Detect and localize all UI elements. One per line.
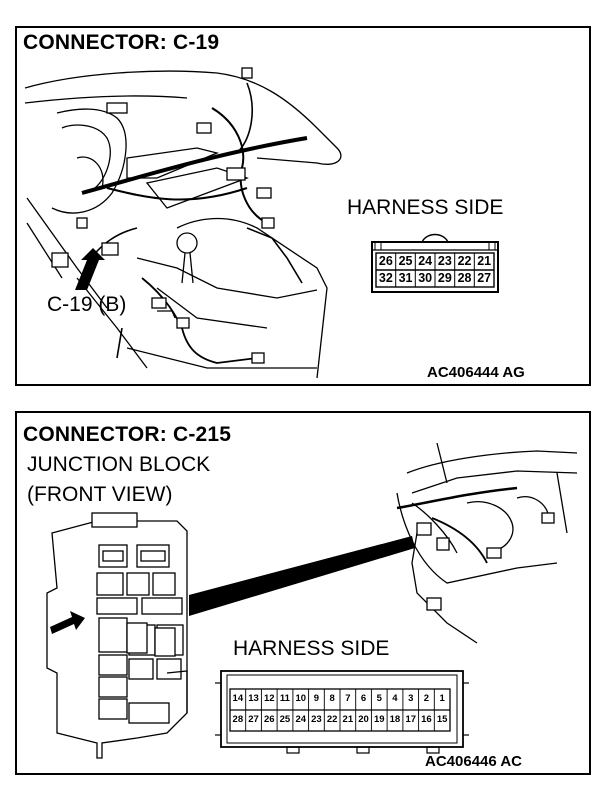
c215-pin: 7 <box>345 693 351 704</box>
c19-pin: 24 <box>418 254 433 268</box>
c215-pin: 16 <box>421 714 432 725</box>
c215-pin: 5 <box>376 693 382 704</box>
c215-pin: 2 <box>423 693 430 704</box>
c19-pin: 31 <box>398 271 413 285</box>
c215-pin: 24 <box>295 714 307 725</box>
c19-harness-side-label: HARNESS SIDE <box>347 196 504 219</box>
c19-pin: 21 <box>477 254 492 268</box>
c19-pin: 23 <box>437 254 452 268</box>
c215-pin: 22 <box>326 714 338 725</box>
c19-pin: 30 <box>418 271 433 285</box>
c215-pin: 3 <box>408 693 414 704</box>
connector-c19-panel: CONNECTOR: C-19 HARNESS SIDE C-19 (B) AC… <box>15 26 591 386</box>
c19-pin: 25 <box>398 254 413 268</box>
c19-pin: 29 <box>437 271 452 285</box>
c19-connector-face <box>371 233 499 293</box>
c215-pin: 21 <box>342 714 354 725</box>
c215-pin: 6 <box>360 693 367 704</box>
c215-pin: 4 <box>392 693 398 704</box>
c215-pin: 20 <box>358 714 369 725</box>
c215-reference-code: AC406446 AC <box>425 753 522 770</box>
junction-block-illustration <box>46 442 578 759</box>
c215-connector-face <box>215 670 469 754</box>
c215-pin: 11 <box>279 693 290 704</box>
c19-pin: 27 <box>477 271 492 285</box>
c215-pin: 8 <box>329 693 335 704</box>
c19-pin: 28 <box>457 271 472 285</box>
c215-pin: 15 <box>436 714 448 725</box>
c215-pin: 14 <box>232 693 244 704</box>
c19-title: CONNECTOR: C-19 <box>23 31 220 54</box>
c215-pin: 27 <box>248 714 259 725</box>
c215-title: CONNECTOR: C-215 <box>23 423 232 446</box>
c215-pin: 17 <box>405 714 417 725</box>
c19-pin: 22 <box>457 254 472 268</box>
c215-pin: 23 <box>311 714 322 725</box>
c215-subtitle-line1: JUNCTION BLOCK <box>27 453 211 476</box>
connector-c215-panel: CONNECTOR: C-215 JUNCTION BLOCK (FRONT V… <box>15 411 591 775</box>
c215-pin: 25 <box>279 714 291 725</box>
c215-pin: 28 <box>232 714 244 725</box>
c215-pin: 13 <box>248 693 259 704</box>
c215-pin: 12 <box>263 693 275 704</box>
c215-pin: 10 <box>295 693 307 704</box>
dashboard-harness-illustration <box>24 67 499 379</box>
c215-harness-side-label: HARNESS SIDE <box>233 637 390 660</box>
c215-pin: 18 <box>389 714 401 725</box>
c215-subtitle-line2: (FRONT VIEW) <box>27 483 173 506</box>
c19-pin: 26 <box>378 254 393 268</box>
c215-pin: 9 <box>313 693 320 704</box>
c215-pin: 19 <box>373 714 385 725</box>
c19-pin: 32 <box>378 271 393 285</box>
c19-callout-label: C-19 (B) <box>47 293 127 316</box>
c215-pin: 1 <box>439 693 445 704</box>
c19-reference-code: AC406444 AG <box>427 364 525 381</box>
c215-pin: 26 <box>263 714 275 725</box>
